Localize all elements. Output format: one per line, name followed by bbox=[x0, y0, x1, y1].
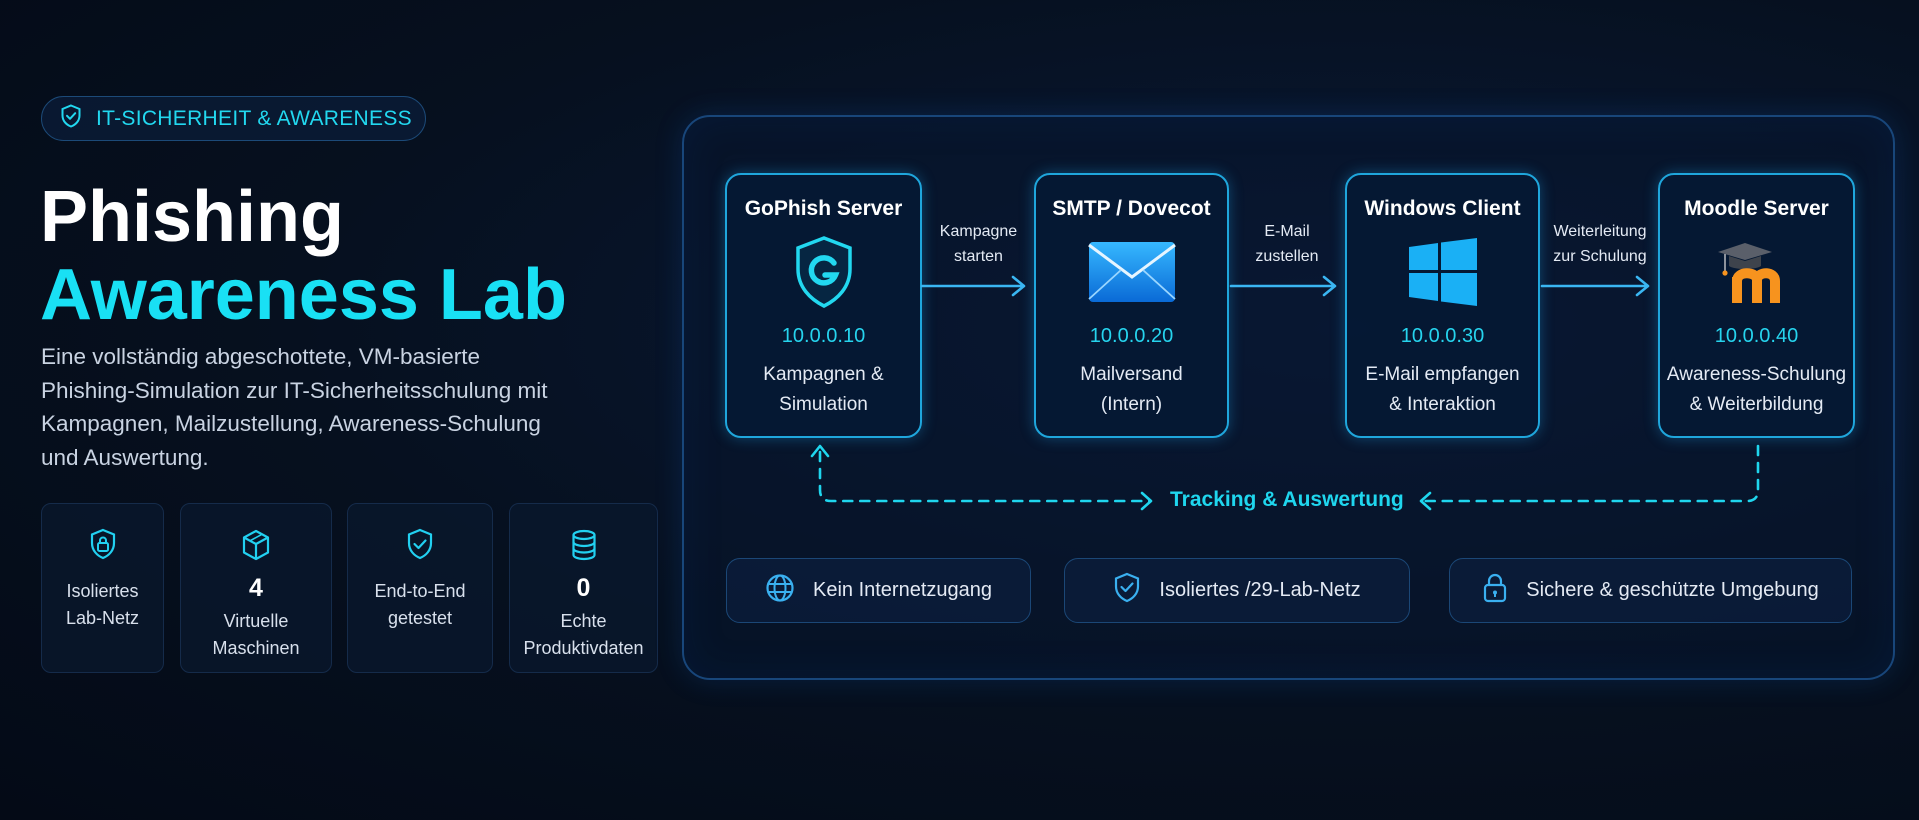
feature-label: Sichere & geschützte Umgebung bbox=[1526, 579, 1819, 601]
tracking-label: Tracking & Auswertung bbox=[1170, 488, 1404, 511]
node-role: E-Mail empfangen& Interaktion bbox=[1365, 364, 1520, 415]
page-title: Phishing Awareness Lab bbox=[40, 178, 567, 334]
globe-icon bbox=[765, 573, 795, 609]
node-gophish-server: GoPhish Server 10.0.0.10 Kampagnen &Simu… bbox=[725, 173, 922, 438]
stat-value: 0 bbox=[576, 574, 591, 602]
feature-label: Isoliertes /29-Lab-Netz bbox=[1159, 579, 1361, 601]
stat-value: 4 bbox=[249, 574, 263, 602]
node-name: Moodle Server bbox=[1684, 197, 1829, 220]
node-ip: 10.0.0.10 bbox=[781, 325, 866, 347]
node-role: Awareness-Schulung& Weiterbildung bbox=[1666, 364, 1847, 415]
node-smtp-dovecot: SMTP / Dovecot 10.0.0.20 Mailversand(Int… bbox=[1034, 173, 1229, 438]
windows-logo-icon bbox=[1408, 233, 1478, 311]
title-line-2: Awareness Lab bbox=[40, 255, 567, 335]
node-ip: 10.0.0.30 bbox=[1400, 325, 1485, 347]
title-line-1: Phishing bbox=[40, 177, 344, 257]
page-description: Eine vollständig abgeschottete, VM-basie… bbox=[41, 344, 548, 470]
node-ip: 10.0.0.40 bbox=[1714, 325, 1799, 347]
feature-isolated-subnet: Isoliertes /29-Lab-Netz bbox=[1064, 558, 1410, 623]
shield-check-icon bbox=[405, 526, 435, 564]
moodle-logo-icon bbox=[1715, 233, 1799, 311]
database-icon bbox=[570, 526, 598, 564]
node-role: Mailversand(Intern) bbox=[1080, 364, 1183, 415]
badge-label: IT-SICHERHEIT & AWARENESS bbox=[96, 106, 412, 130]
node-ip: 10.0.0.20 bbox=[1089, 325, 1174, 347]
feature-secure-environment: Sichere & geschützte Umgebung bbox=[1449, 558, 1852, 623]
lock-icon bbox=[1482, 572, 1508, 610]
node-role: Kampagnen &Simulation bbox=[763, 364, 884, 415]
cube-icon bbox=[239, 526, 273, 564]
node-moodle-server: Moodle Server 10.0.0.40 Awareness-Schulu… bbox=[1658, 173, 1855, 438]
category-badge: IT-SICHERHEIT & AWARENESS bbox=[41, 96, 426, 141]
lock-icon bbox=[88, 526, 118, 564]
mail-icon bbox=[1087, 233, 1177, 311]
feature-no-internet: Kein Internetzugang bbox=[726, 558, 1031, 623]
node-windows-client: Windows Client 10.0.0.30 E-Mail empfange… bbox=[1345, 173, 1540, 438]
node-name: Windows Client bbox=[1364, 197, 1521, 220]
shield-check-icon bbox=[1113, 572, 1141, 610]
gophish-shield-icon bbox=[792, 233, 856, 311]
shield-icon bbox=[60, 104, 82, 133]
feature-label: Kein Internetzugang bbox=[812, 579, 993, 601]
node-name: SMTP / Dovecot bbox=[1052, 197, 1211, 220]
node-name: GoPhish Server bbox=[744, 197, 903, 220]
